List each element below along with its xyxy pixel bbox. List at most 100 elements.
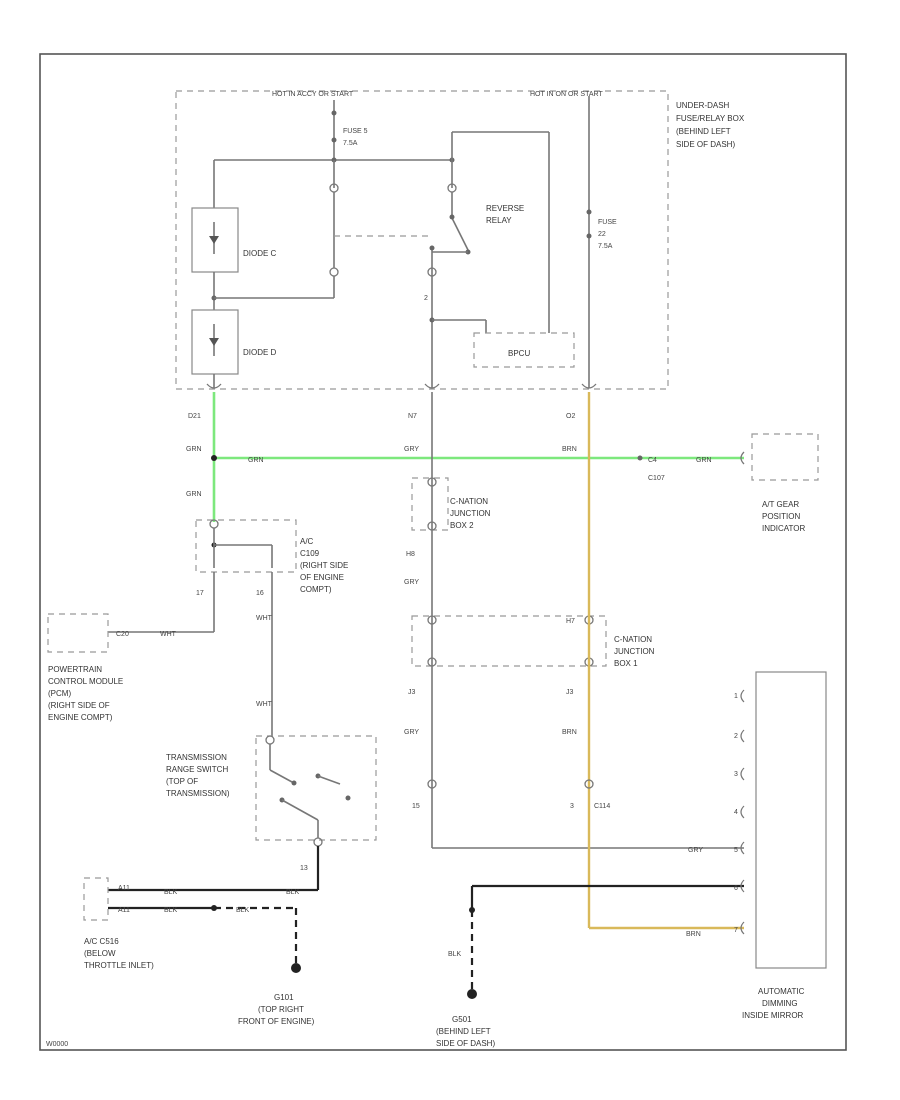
- blk-label-1: BLK: [164, 889, 178, 896]
- mirror-pin-1: 1: [734, 693, 738, 700]
- g101-label-2: (TOP RIGHT: [258, 1005, 304, 1014]
- mirror-pin-6: 6: [734, 885, 738, 892]
- pin-13: 13: [300, 865, 308, 872]
- pcm-label-4: (RIGHT SIDE OF: [48, 701, 110, 710]
- gry-label-4: GRY: [688, 847, 703, 854]
- mirror-pin-5: 5: [734, 847, 738, 854]
- diode-d-box: [191, 309, 239, 375]
- power-label-left: HOT IN ACCY OR START: [272, 91, 354, 98]
- under-dash-label-3: (BEHIND LEFT: [676, 127, 731, 136]
- at-gear-label-2: POSITION: [762, 512, 800, 521]
- wht-label-1: WHT: [160, 631, 177, 638]
- bpcu-box: [473, 332, 575, 368]
- cj1-label-1: C-NATION: [614, 635, 652, 644]
- relay-label-2: RELAY: [486, 216, 512, 225]
- at-gear-label-1: A/T GEAR: [762, 500, 799, 509]
- power-label-right: HOT IN ON OR START: [530, 91, 603, 98]
- mirror-label-3: INSIDE MIRROR: [742, 1011, 804, 1020]
- blk-label-2: BLK: [286, 889, 300, 896]
- cj1-label-3: BOX 1: [614, 659, 638, 668]
- ac-c516-label-1: A/C C516: [84, 937, 119, 946]
- pin-h8: H8: [406, 551, 415, 558]
- connector-c114-right: C114: [594, 803, 610, 810]
- trs-box: [255, 735, 377, 841]
- cj2-label-3: BOX 2: [450, 521, 474, 530]
- bpcu-label: BPCU: [508, 349, 530, 358]
- c516-pin-b: A11: [118, 907, 130, 914]
- diode-d-label: DIODE D: [243, 348, 277, 357]
- ac-c109-label-2: C109: [300, 549, 320, 558]
- wht-label-2: WHT: [256, 615, 273, 622]
- ac-c109-label-4: OF ENGINE: [300, 573, 344, 582]
- ac-c516-box: [83, 877, 109, 921]
- pin-17: 17: [196, 590, 204, 597]
- cj2-label-1: C-NATION: [450, 497, 488, 506]
- fuse22-rating: 7.5A: [598, 243, 613, 250]
- pcm-label-1: POWERTRAIN: [48, 665, 102, 674]
- trs-label-3: (TOP OF: [166, 777, 198, 786]
- g101-label-1: G101: [274, 993, 294, 1002]
- pin-j3-right: J3: [566, 689, 574, 696]
- at-gear-label-3: INDICATOR: [762, 524, 805, 533]
- cj2-label-2: JUNCTION: [450, 509, 491, 518]
- at-gear-pin: C4: [648, 457, 657, 464]
- g101-ground: [291, 963, 301, 973]
- pin-16: 16: [256, 590, 264, 597]
- brn-label-3: BRN: [686, 931, 701, 938]
- at-gear-box: [751, 433, 819, 481]
- diagram-frame: [39, 53, 847, 1051]
- pin-h7: H7: [566, 618, 575, 625]
- footer-code: W0000: [46, 1041, 68, 1048]
- trs-label-2: RANGE SWITCH: [166, 765, 228, 774]
- g101-label-3: FRONT OF ENGINE): [238, 1017, 315, 1026]
- g501-ground: [467, 989, 477, 999]
- ac-c109-label-5: COMPT): [300, 585, 332, 594]
- mirror-label-2: DIMMING: [762, 999, 798, 1008]
- relay-label-1: REVERSE: [486, 204, 524, 213]
- grn-label-4: GRN: [696, 457, 712, 464]
- ac-c516-label-2: (BELOW: [84, 949, 116, 958]
- mirror-pin-4: 4: [734, 809, 738, 816]
- c516-pin-a: A11: [118, 885, 130, 892]
- trs-label-1: TRANSMISSION: [166, 753, 227, 762]
- pin-15: 15: [412, 803, 420, 810]
- pin-2-label: 2: [424, 295, 428, 302]
- g501-label-1: G501: [452, 1015, 472, 1024]
- mirror-label-1: AUTOMATIC: [758, 987, 805, 996]
- grn-label-1: GRN: [186, 446, 202, 453]
- pcm-label-5: ENGINE COMPT): [48, 713, 113, 722]
- cj1-label-2: JUNCTION: [614, 647, 655, 656]
- gry-label-2: GRY: [404, 579, 419, 586]
- blk-label-4: BLK: [236, 907, 250, 914]
- pin-n7: N7: [408, 413, 417, 420]
- blk-label-5: BLK: [448, 951, 462, 958]
- mirror-pin-7: 7: [734, 927, 738, 934]
- pcm-label-2: CONTROL MODULE: [48, 677, 123, 686]
- brn-label-1: BRN: [562, 446, 577, 453]
- fuse22-label: FUSE: [598, 219, 617, 226]
- pcm-box: [47, 613, 109, 653]
- pcm-pin: C20: [116, 631, 129, 638]
- blk-label-3: BLK: [164, 907, 178, 914]
- ac-c109-label-3: (RIGHT SIDE: [300, 561, 348, 570]
- grn-label-3: GRN: [186, 491, 202, 498]
- trs-label-4: TRANSMISSION): [166, 789, 230, 798]
- pin-j3-left: J3: [408, 689, 416, 696]
- ac-c109-box: [195, 519, 297, 573]
- under-dash-label-1: UNDER-DASH: [676, 101, 730, 110]
- mirror-pins: 1 2 3 4 5 6 7: [734, 689, 745, 935]
- g501-label-3: SIDE OF DASH): [436, 1039, 495, 1048]
- pin-o2: O2: [566, 413, 575, 420]
- wht-label-3: WHT: [256, 701, 273, 708]
- cj1-box: [411, 615, 607, 667]
- mirror-pin-2: 2: [734, 733, 738, 740]
- under-dash-label-2: FUSE/RELAY BOX: [676, 114, 745, 123]
- grn-label-2: GRN: [248, 457, 264, 464]
- under-dash-label-4: SIDE OF DASH): [676, 140, 735, 149]
- diode-c-label: DIODE C: [243, 249, 277, 258]
- under-dash-box-outline: [175, 90, 669, 390]
- g501-label-2: (BEHIND LEFT: [436, 1027, 491, 1036]
- ac-c109-label-1: A/C: [300, 537, 314, 546]
- ac-c516-label-3: THROTTLE INLET): [84, 961, 154, 970]
